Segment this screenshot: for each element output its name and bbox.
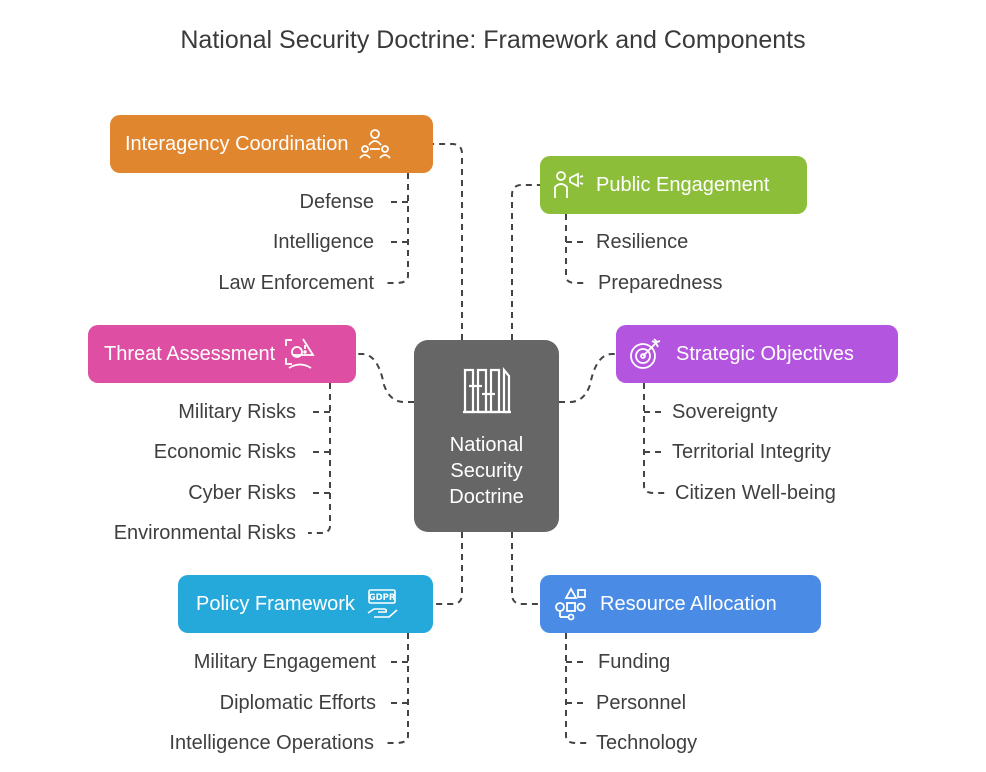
branch-label: Policy Framework [196, 592, 355, 615]
gdpr-hand-icon: GDPR [365, 587, 399, 621]
list-item: Territorial Integrity [672, 441, 831, 463]
target-arrow-icon [628, 337, 662, 371]
list-item: Intelligence Operations [169, 732, 374, 754]
connector-strategic [559, 353, 616, 403]
branch-strategic-objectives: Strategic Objectives [616, 325, 898, 383]
branch-label: Interagency Coordination [125, 132, 349, 155]
branch-policy-framework: Policy Framework GDPR [178, 575, 433, 633]
svg-text:GDPR: GDPR [369, 593, 396, 603]
columns-icon [459, 366, 515, 418]
list-item: Technology [596, 732, 698, 754]
connector-resource [511, 532, 540, 605]
list-item: Sovereignty [672, 401, 778, 423]
connector-public-items [565, 214, 586, 284]
shapes-flow-icon [554, 587, 588, 621]
connector-interagency [432, 143, 463, 340]
list-item: Preparedness [598, 272, 723, 294]
branch-label: Threat Assessment [104, 342, 276, 365]
list-item: Military Engagement [193, 651, 376, 673]
team-coordination-icon [358, 127, 392, 161]
list-item: Cyber Risks [188, 482, 296, 504]
list-item: Resilience [596, 231, 689, 253]
connector-interagency-items [386, 173, 409, 284]
connector-policy [432, 532, 463, 605]
branch-label: Resource Allocation [600, 592, 777, 615]
list-item: Law Enforcement [218, 272, 374, 294]
branch-label: Strategic Objectives [676, 342, 854, 365]
list-item: Military Risks [178, 401, 296, 423]
connector-public [511, 184, 540, 340]
list-item: Personnel [596, 692, 687, 714]
branch-resource-allocation: Resource Allocation [540, 575, 821, 633]
connector-resource-items [565, 633, 588, 744]
branch-public-engagement: Public Engagement [540, 156, 807, 214]
list-item: Diplomatic Efforts [219, 692, 376, 714]
connector-threat [356, 353, 414, 403]
central-title-line3: Doctrine [449, 486, 524, 508]
connector-policy-items [386, 633, 409, 744]
threat-warning-icon [283, 337, 317, 371]
list-item: Economic Risks [153, 441, 296, 463]
branch-label: Public Engagement [596, 173, 770, 196]
list-item: Citizen Well-being [675, 482, 836, 504]
list-item: Defense [299, 191, 375, 213]
central-node: National Security Doctrine [414, 340, 559, 532]
list-item: Funding [598, 651, 671, 673]
list-item: Intelligence [272, 231, 374, 253]
branch-interagency-coordination: Interagency Coordination [110, 115, 433, 173]
branch-threat-assessment: Threat Assessment [88, 325, 356, 383]
central-title-line1: National [449, 434, 524, 456]
central-title-line2: Security [450, 460, 523, 482]
connector-threat-items [308, 383, 331, 534]
connector-strategic-items [643, 383, 666, 494]
diagram-title: National Security Doctrine: Framework an… [180, 26, 806, 54]
megaphone-person-icon [552, 168, 586, 202]
list-item: Environmental Risks [113, 522, 296, 544]
